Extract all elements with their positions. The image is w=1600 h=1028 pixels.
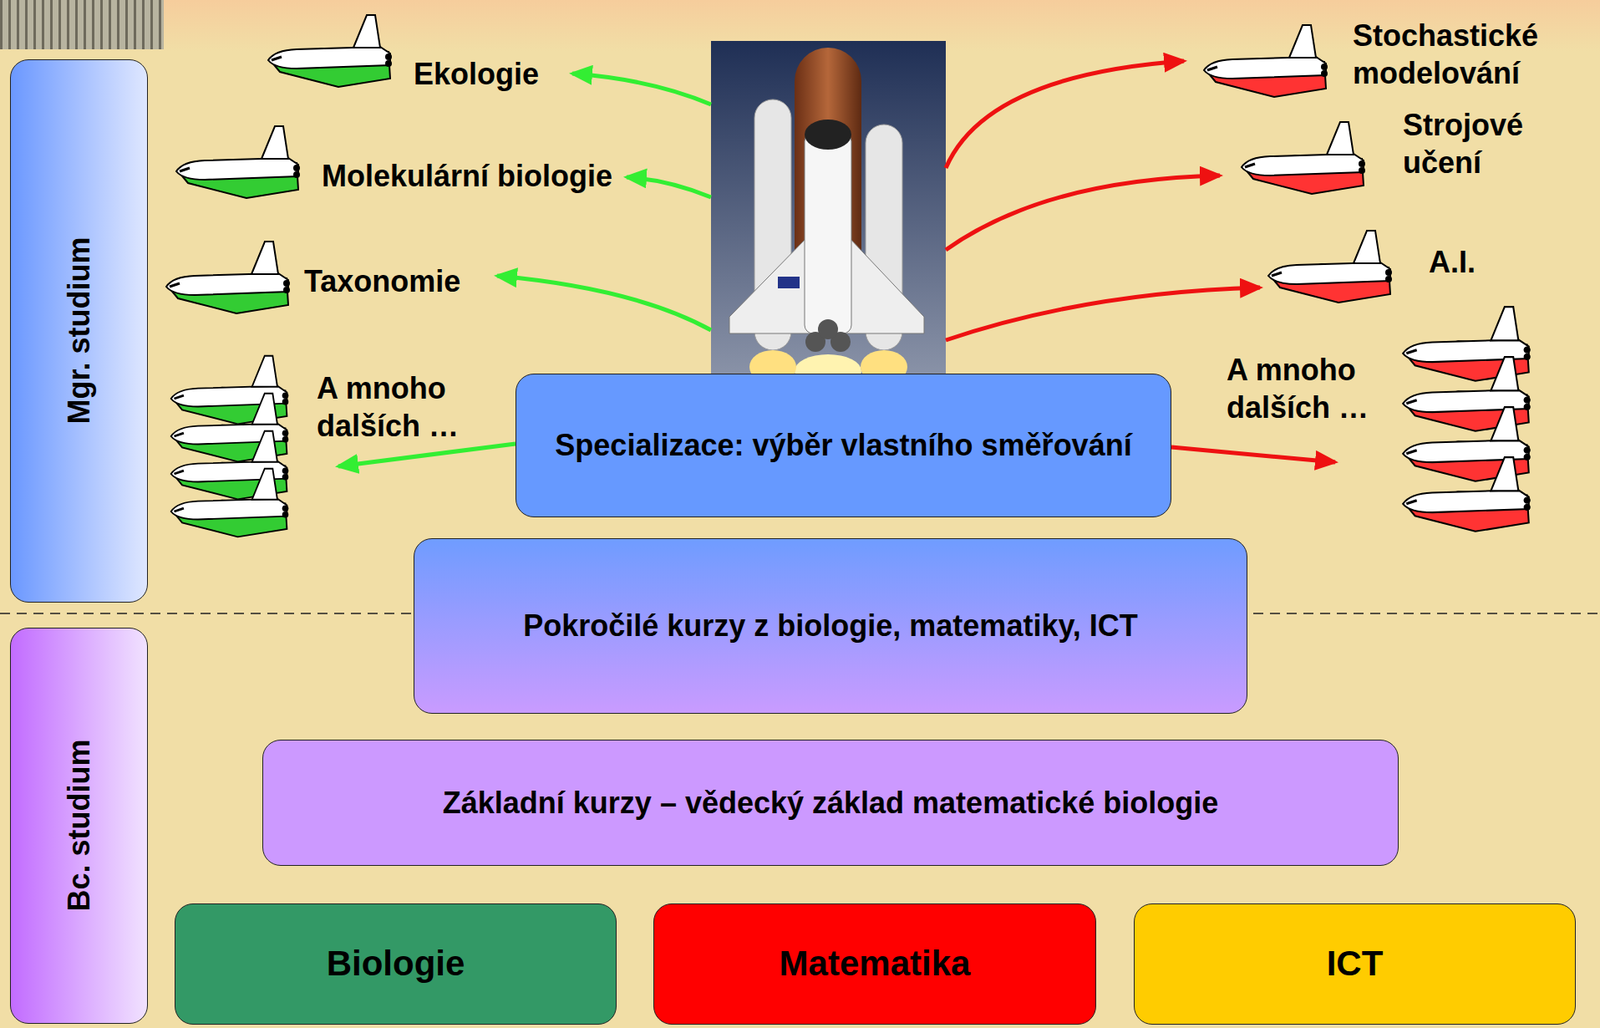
- field-box: ICT: [1133, 903, 1576, 1025]
- specialization-label: Strojové učení: [1402, 106, 1550, 182]
- logo-image: [0, 0, 164, 50]
- arrow: [626, 177, 712, 198]
- specialization-label: Stochastické modelování: [1352, 16, 1554, 92]
- specialization-label: A mnoho dalších …: [1226, 350, 1394, 427]
- arrow: [572, 73, 712, 105]
- engine: [817, 319, 839, 340]
- box-label: Biologie: [326, 942, 466, 985]
- shuttle-icon: [1268, 230, 1392, 303]
- degree-band: Mgr. studium: [10, 59, 148, 603]
- shuttle-icon: [1241, 121, 1366, 194]
- specialization-label: Taxonomie: [304, 262, 461, 300]
- arrow: [1171, 446, 1336, 463]
- box-label: ICT: [1326, 942, 1384, 985]
- shuttle-photo: [711, 40, 946, 378]
- specialization-box: Specializace: výběr vlastního směřování: [515, 373, 1172, 518]
- sky: [711, 40, 946, 378]
- shuttle-icon: [171, 468, 290, 538]
- shuttle-icon: [166, 241, 290, 314]
- box-label: Pokročilé kurzy z biologie, matematiky, …: [523, 607, 1138, 644]
- arrow: [497, 275, 712, 331]
- arrow: [945, 287, 1260, 341]
- arrow: [338, 443, 516, 467]
- field-box: Biologie: [174, 903, 617, 1025]
- specialization-label: A mnoho dalších …: [316, 369, 484, 445]
- box-label: Základní kurzy – vědecký základ matemati…: [442, 784, 1219, 821]
- band-label: Mgr. studium: [60, 237, 97, 425]
- shuttle-icon: [268, 15, 392, 87]
- orbiter-nose: [804, 119, 852, 150]
- basic-courses-box: Základní kurzy – vědecký základ matemati…: [262, 739, 1399, 866]
- external-tank: [794, 47, 862, 336]
- shuttle-icon: [1402, 457, 1531, 532]
- flag: [777, 276, 800, 289]
- box-label: Matematika: [779, 942, 971, 985]
- specialization-label: A.I.: [1428, 243, 1476, 281]
- advanced-courses-box: Pokročilé kurzy z biologie, matematiky, …: [413, 538, 1248, 714]
- shuttle-icon: [176, 126, 300, 199]
- specialization-label: Molekulární biologie: [321, 157, 613, 195]
- orbiter-body: [804, 132, 852, 334]
- field-box: Matematika: [653, 903, 1097, 1025]
- box-label: Specializace: výběr vlastního směřování: [554, 426, 1132, 463]
- arrow: [945, 60, 1184, 168]
- specialization-label: Ekologie: [413, 55, 539, 93]
- shuttle-icon: [1203, 25, 1328, 97]
- degree-band: Bc. studium: [10, 627, 148, 1024]
- arrow: [945, 175, 1220, 250]
- band-label: Bc. studium: [60, 739, 97, 912]
